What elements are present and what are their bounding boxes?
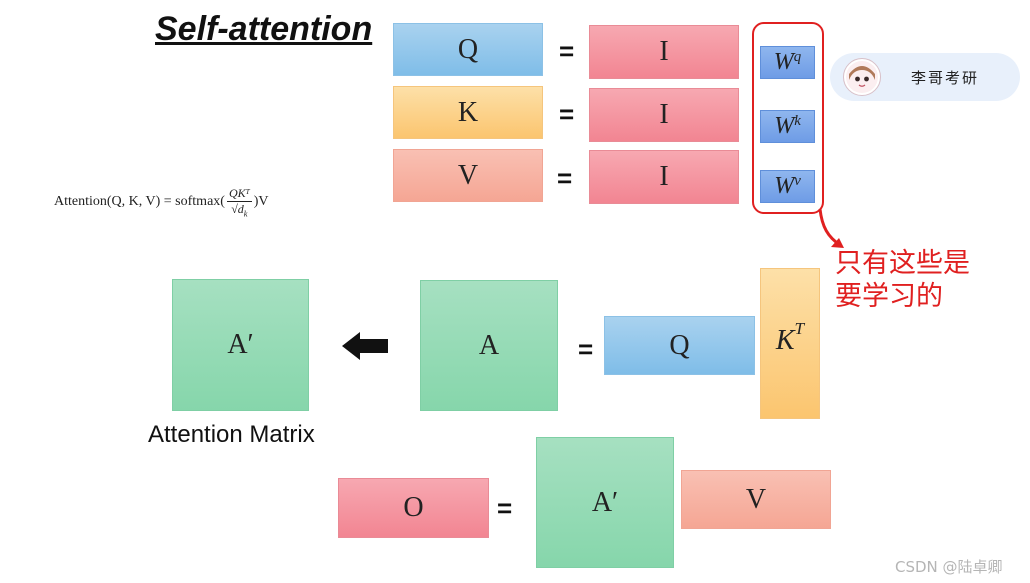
input-matrix-box: I xyxy=(589,25,739,79)
left-arrow-icon xyxy=(342,332,388,360)
a-prime-matrix-bottom: A′ xyxy=(536,437,674,568)
note-line-2: 要学习的 xyxy=(835,281,943,312)
formula-rhs: )V xyxy=(253,194,269,210)
v-box: V xyxy=(393,149,543,202)
input-matrix-box: I xyxy=(589,88,739,142)
o-matrix: O xyxy=(338,478,489,538)
avatar-face-icon xyxy=(846,61,878,93)
equals-sign: = xyxy=(557,163,573,193)
a-prime-matrix: A′ xyxy=(172,279,309,411)
attention-formula: Attention(Q, K, V) = softmax( QKT √dk )V xyxy=(54,186,269,218)
learnable-note: 只有这些是 要学习的 xyxy=(835,247,970,313)
q-matrix: Q xyxy=(604,316,755,375)
watermark: CSDN @陆卓卿 xyxy=(895,558,1003,576)
equals-sign: = xyxy=(578,334,594,364)
formula-lhs: Attention(Q, K, V) = softmax( xyxy=(54,194,225,210)
formula-numerator: QKT xyxy=(226,186,252,202)
attention-matrix-caption: Attention Matrix xyxy=(148,421,315,448)
formula-denominator: √dk xyxy=(231,202,248,219)
q-box: Q xyxy=(393,23,543,76)
equals-sign: = xyxy=(559,36,575,66)
a-matrix: A xyxy=(420,280,558,411)
red-arrow-icon xyxy=(818,208,844,248)
equals-sign: = xyxy=(497,493,513,523)
input-matrix-box: I xyxy=(589,150,739,204)
equals-sign: = xyxy=(559,99,575,129)
note-line-1: 只有这些是 xyxy=(835,248,970,279)
author-badge: 李哥考研 xyxy=(830,53,1020,101)
k-box: K xyxy=(393,86,543,139)
weights-highlight-outline xyxy=(752,22,824,214)
avatar xyxy=(843,58,881,96)
page-title: Self-attention xyxy=(155,10,373,48)
v-matrix: V xyxy=(681,470,831,529)
author-name: 李哥考研 xyxy=(911,68,980,87)
formula-fraction: QKT √dk xyxy=(226,186,252,219)
